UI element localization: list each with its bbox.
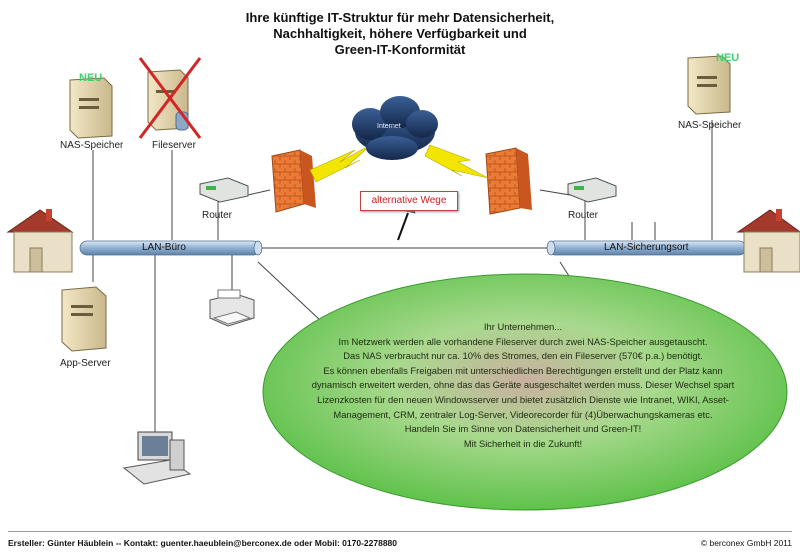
label-app-server: App-Server: [60, 358, 111, 369]
bubble-line: Management, CRM, zentraler Log-Server, V…: [333, 408, 713, 420]
house-left: [6, 209, 74, 273]
server-nas-left: [69, 77, 113, 139]
bubble-line: Ihr Unternehmen...: [483, 321, 563, 332]
bubble-line: Handeln Sie im Sinne von Datensicherheit…: [404, 423, 642, 435]
info-bubble-shape: [262, 273, 788, 511]
internet-cloud: [352, 96, 438, 160]
footer-author: Ersteller: Günter Häublein -- Kontakt: g…: [8, 538, 397, 548]
lan-sicherungsort-bar: [546, 240, 747, 256]
label-nas-right: NAS-Speicher: [678, 120, 742, 131]
lightning-left: [309, 143, 373, 183]
label-lan-sicherungsort: LAN-Sicherungsort: [604, 242, 689, 253]
router-left: [199, 177, 249, 203]
server-fileserver: [138, 57, 202, 139]
bubble-line: dynamisch erweitert werden, ohne das das…: [311, 379, 735, 391]
server-app: [61, 286, 107, 352]
info-bubble-text: Ihr Unternehmen... Im Netzwerk werden al…: [258, 320, 788, 451]
workstation: [122, 431, 192, 485]
lan-buero-bar: [79, 240, 263, 256]
label-nas-left: NAS-Speicher: [60, 140, 124, 151]
bubble-line: Das NAS verbraucht nur ca. 10% des Strom…: [343, 350, 703, 362]
printer: [209, 289, 255, 327]
bubble-line: Im Netzwerk werden alle vorhandene Files…: [338, 335, 708, 347]
footer-copyright: © berconex GmbH 2011: [700, 538, 792, 548]
bubble-line: Mit Sicherheit in die Zukunft!: [463, 437, 583, 449]
label-internet: Internet: [377, 123, 401, 130]
neu-badge-right: NEU: [716, 52, 740, 64]
bubble-line: Es können ebenfalls Freigaben mit unters…: [323, 364, 723, 376]
label-router-right: Router: [568, 210, 599, 221]
title-line-1: Ihre künftige IT-Struktur für mehr Daten…: [245, 10, 555, 25]
connection-lines: [92, 120, 713, 432]
label-router-left: Router: [202, 210, 233, 221]
alternative-paths-box: alternative Wege: [360, 191, 458, 211]
label-fileserver: Fileserver: [152, 140, 196, 151]
lightning-right: [424, 144, 489, 179]
title-line-3: Green-IT-Konformität: [334, 42, 466, 57]
bubble-line: Lizenzkosten für den neuen Windowsserver…: [317, 393, 729, 405]
title-line-2: Nachhaltigkeit, höhere Verfügbarkeit und: [273, 26, 527, 41]
firewall-right: [485, 147, 532, 215]
neu-badge-left: NEU: [79, 72, 103, 84]
footer: Ersteller: Günter Häublein -- Kontakt: g…: [8, 531, 792, 552]
server-nas-right: [687, 55, 731, 115]
house-right: [736, 209, 800, 273]
firewall-left: [271, 149, 316, 213]
label-lan-buero: LAN-Büro: [142, 242, 186, 253]
diagram-title: Ihre künftige IT-Struktur für mehr Daten…: [150, 10, 650, 58]
router-right: [567, 177, 617, 203]
